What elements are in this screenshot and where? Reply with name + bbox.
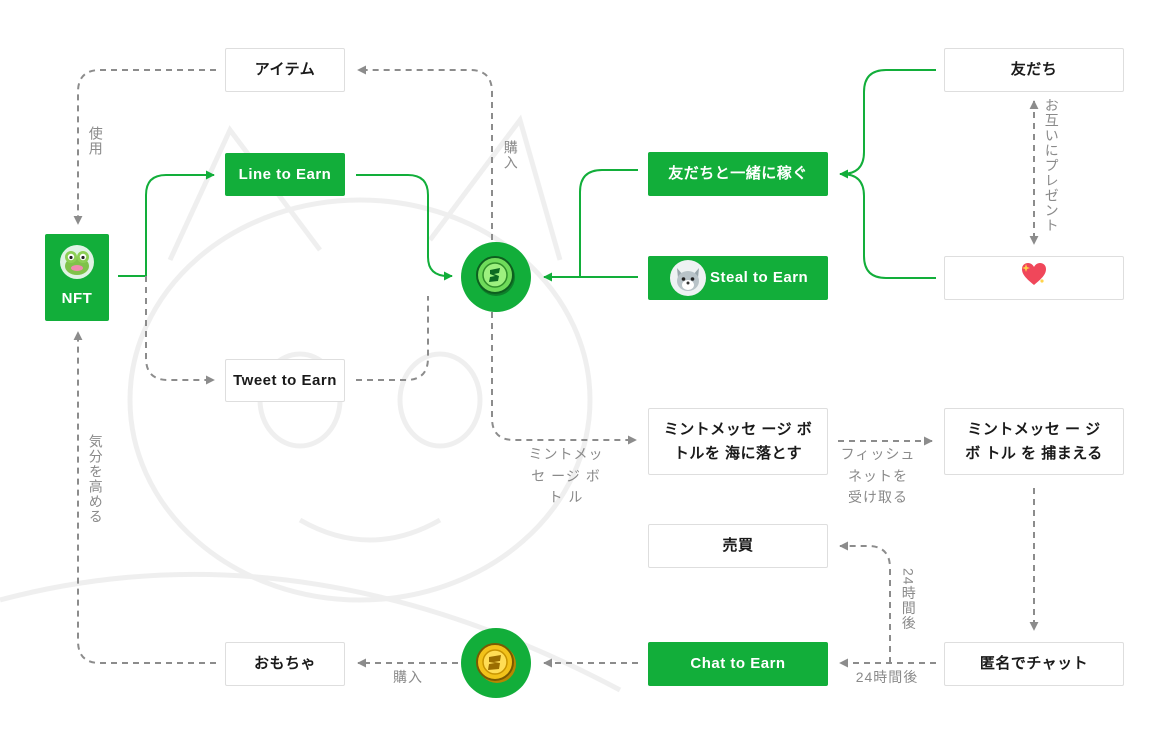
- node-chat-to-earn[interactable]: Chat to Earn: [648, 642, 828, 686]
- label-mood-up: 気分を高める: [87, 434, 104, 524]
- label-fishing-net-line3: 受け取る: [848, 489, 908, 506]
- label-purchase-top: 購入: [502, 140, 519, 170]
- edge-24h-trade: [839, 541, 891, 663]
- edge-item-nft: [73, 69, 216, 225]
- label-mint-bottle-line2: セ ージ ボ: [531, 467, 601, 484]
- node-tweet-to-earn-label: Tweet to Earn: [233, 371, 337, 389]
- label-fishing-net: フィッシュ ネットを 受け取る: [832, 444, 924, 509]
- node-toy-label: おもちゃ: [253, 655, 316, 673]
- label-mint-bottle-line1: ミントメッ: [528, 446, 604, 462]
- node-drop-bottle-line1: ミントメッセ ージ ボ: [663, 421, 813, 439]
- edge-heart-earn: [841, 173, 936, 279]
- label-after-24h-bottom: 24時間後: [855, 669, 919, 685]
- edge-coin-item: [357, 65, 493, 240]
- node-toy[interactable]: おもちゃ: [225, 642, 345, 686]
- edge-coin-drop: [491, 312, 637, 445]
- label-after-24h-vertical: 24時間後: [900, 568, 917, 631]
- node-nft[interactable]: NFT: [45, 234, 109, 321]
- node-friends[interactable]: 友だち: [944, 48, 1124, 92]
- node-item[interactable]: アイテム: [225, 48, 345, 92]
- sparkling-heart-icon: [1020, 261, 1048, 294]
- edge-earn-coin: [579, 169, 638, 277]
- edge-line-coin: [356, 174, 453, 281]
- label-fishing-net-line2: ネットを: [848, 467, 908, 484]
- node-tweet-to-earn[interactable]: Tweet to Earn: [225, 359, 345, 402]
- node-earn-with-friends[interactable]: 友だちと一緒に稼ぐ: [648, 152, 828, 196]
- node-catch-bottle[interactable]: ミントメッセ ー ジ ボ トル を 捕まえる: [944, 408, 1124, 475]
- edge-toy-nft: [73, 331, 216, 664]
- node-friends-label: 友だち: [1010, 61, 1058, 79]
- gold-coin-icon: [461, 628, 531, 698]
- node-steal-to-earn-label: Steal to Earn: [710, 269, 809, 287]
- node-steal-to-earn[interactable]: Steal to Earn: [648, 256, 828, 300]
- node-heart[interactable]: [944, 256, 1124, 300]
- label-mutual-gift: お互いにプレゼント: [1043, 98, 1060, 233]
- green-coin-icon: [461, 242, 531, 312]
- label-use: 使用: [87, 126, 104, 156]
- node-drop-bottle-line2: トルを 海に落とす: [673, 444, 803, 462]
- node-line-to-earn[interactable]: Line to Earn: [225, 153, 345, 196]
- label-purchase-bottom: 購入: [393, 669, 423, 685]
- edge-nft-line: [118, 170, 215, 277]
- node-anon-chat-label: 匿名でチャット: [979, 655, 1089, 673]
- node-trade-label: 売買: [722, 537, 754, 555]
- node-drop-bottle[interactable]: ミントメッセ ージ ボ トルを 海に落とす: [648, 408, 828, 475]
- node-earn-with-friends-label: 友だちと一緒に稼ぐ: [668, 165, 808, 183]
- label-mint-bottle-line3: ト ル: [548, 489, 584, 506]
- node-item-label: アイテム: [254, 61, 316, 79]
- edge-nft-tweet: [145, 276, 215, 385]
- edge-friends-earn: [839, 69, 936, 179]
- frog-avatar-icon: [60, 244, 94, 279]
- label-fishing-net-line1: フィッシュ: [840, 446, 916, 462]
- node-nft-label: NFT: [61, 289, 93, 307]
- node-anon-chat[interactable]: 匿名でチャット: [944, 642, 1124, 686]
- node-chat-to-earn-label: Chat to Earn: [690, 655, 786, 673]
- node-trade[interactable]: 売買: [648, 524, 828, 568]
- node-catch-bottle-line2: ボ トル を 捕まえる: [965, 444, 1103, 462]
- node-catch-bottle-line1: ミントメッセ ー ジ: [967, 421, 1101, 439]
- label-mint-bottle: ミントメッ セ ージ ボ ト ル: [520, 444, 612, 509]
- edge-tweet-coin: [356, 296, 429, 381]
- wolf-avatar-icon: [670, 260, 706, 296]
- node-line-to-earn-label: Line to Earn: [238, 165, 332, 183]
